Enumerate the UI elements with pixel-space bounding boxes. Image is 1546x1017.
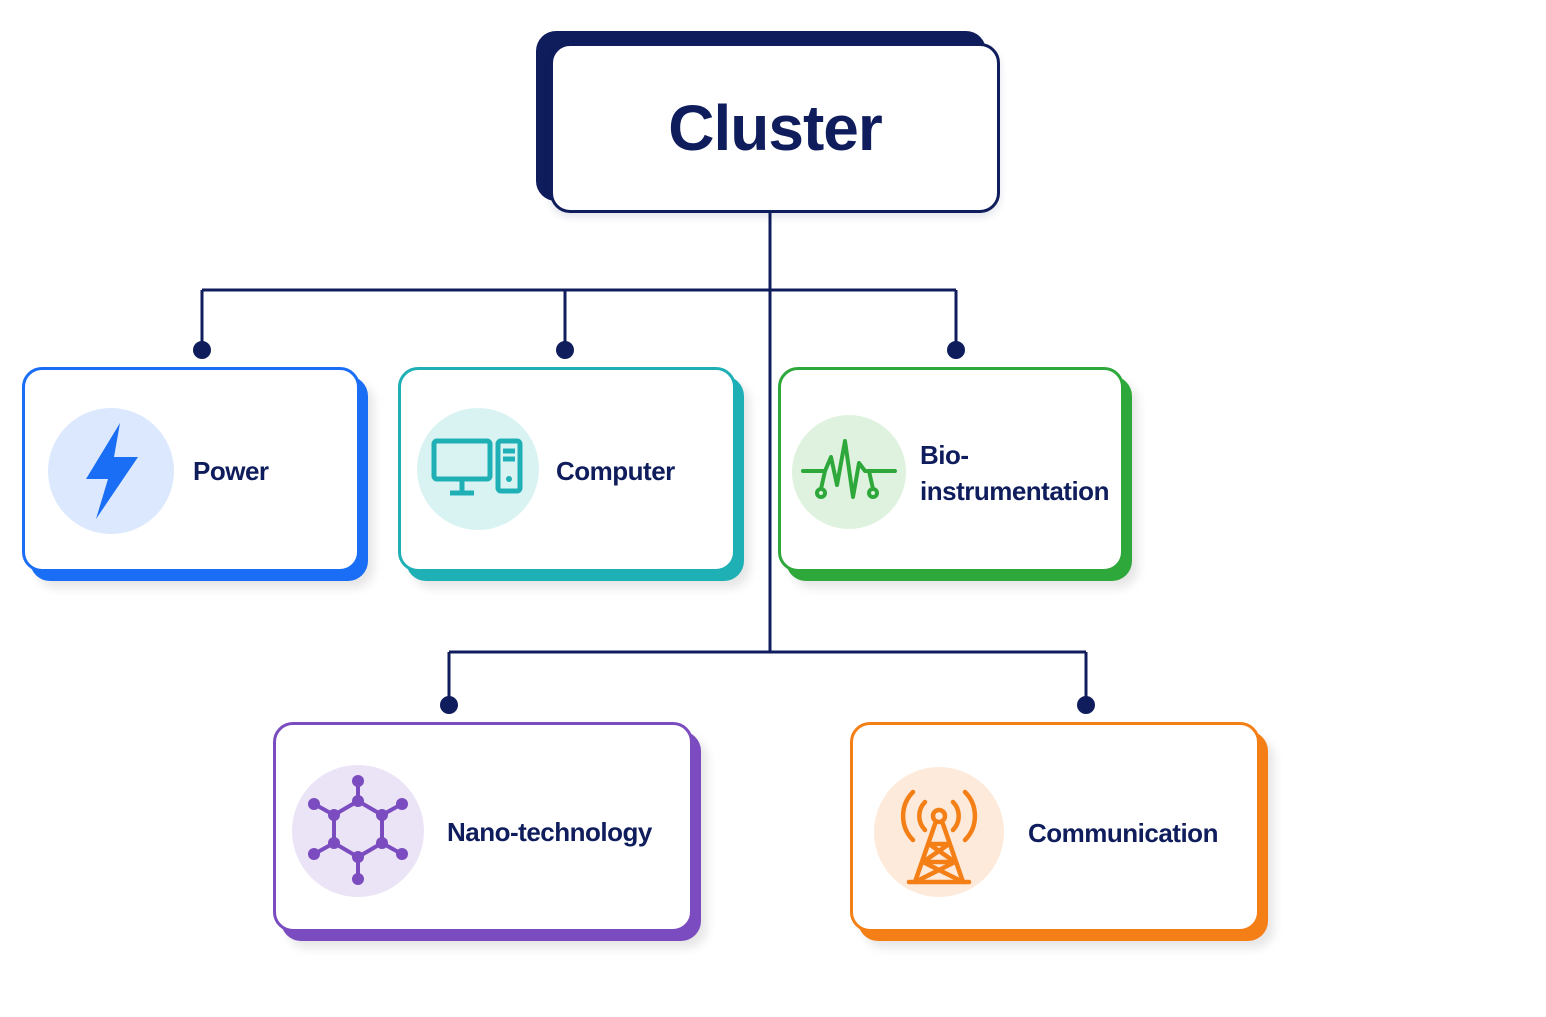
- root-node: Cluster: [550, 43, 1000, 213]
- nano-icon-circle: [292, 765, 424, 897]
- node-label-power: Power: [193, 456, 269, 486]
- desktop-computer-icon: [431, 438, 523, 496]
- node-communication: Communication: [850, 722, 1260, 932]
- node-label-computer: Computer: [556, 456, 675, 486]
- bio-icon-circle: [792, 415, 906, 529]
- connector-dot-bio: [947, 341, 965, 359]
- molecule-hexagon-icon: [308, 775, 408, 885]
- node-power: Power: [22, 367, 360, 572]
- connector-dot-nano: [440, 696, 458, 714]
- node-label-comm: Communication: [1028, 818, 1218, 848]
- lightning-bolt-icon: [86, 423, 138, 519]
- node-nano-technology: Nano-technology: [273, 722, 693, 932]
- connector-dot-computer: [556, 341, 574, 359]
- root-title: Cluster: [668, 92, 882, 164]
- node-label-nano: Nano-technology: [447, 817, 652, 847]
- comm-icon-circle: [874, 767, 1004, 897]
- connector-dot-power: [193, 341, 211, 359]
- node-bio-instrumentation: Bio- instrumentation: [778, 367, 1124, 572]
- node-computer: Computer: [398, 367, 736, 572]
- connector-dot-comm: [1077, 696, 1095, 714]
- heartbeat-waveform-icon: [801, 439, 897, 499]
- node-label-bio: Bio- instrumentation: [920, 440, 1109, 506]
- power-icon-circle: [48, 408, 174, 534]
- computer-icon-circle: [417, 408, 539, 530]
- radio-tower-icon: [900, 789, 978, 885]
